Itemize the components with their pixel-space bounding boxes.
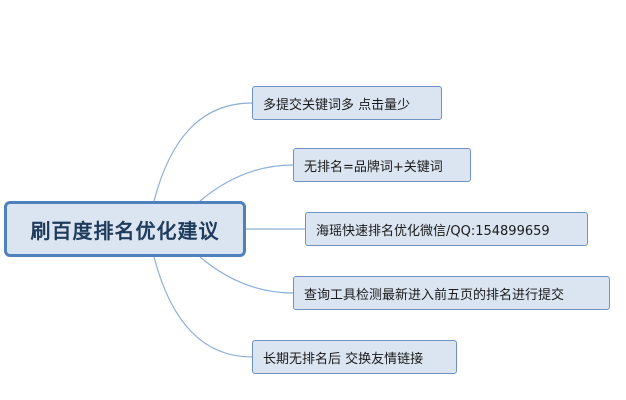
connector-to-branch-2 <box>199 164 294 202</box>
branch-topic-label: 海瑶快速排名优化微信/QQ:154899659 <box>316 223 550 239</box>
root-topic-label: 刷百度排名优化建议 <box>30 218 220 243</box>
branch-topic-4[interactable]: 查询工具检测最新进入前五页的排名进行提交 <box>293 276 610 310</box>
branch-topic-label: 无排名=品牌词+关键词 <box>304 159 443 175</box>
branch-topic-label: 多提交关键词多 点击量少 <box>263 97 411 113</box>
connector-to-branch-5 <box>153 256 253 358</box>
branch-topic-5[interactable]: 长期无排名后 交换友情链接 <box>252 340 457 374</box>
connector-to-branch-4 <box>199 256 294 294</box>
branch-topic-label: 查询工具检测最新进入前五页的排名进行提交 <box>304 287 565 303</box>
branch-topic-3[interactable]: 海瑶快速排名优化微信/QQ:154899659 <box>305 212 588 246</box>
root-topic[interactable]: 刷百度排名优化建议 <box>4 201 246 257</box>
branch-topic-label: 长期无排名后 交换友情链接 <box>263 351 424 367</box>
branch-topic-1[interactable]: 多提交关键词多 点击量少 <box>252 86 442 120</box>
branch-topic-2[interactable]: 无排名=品牌词+关键词 <box>293 148 471 182</box>
connector-to-branch-1 <box>153 102 253 202</box>
